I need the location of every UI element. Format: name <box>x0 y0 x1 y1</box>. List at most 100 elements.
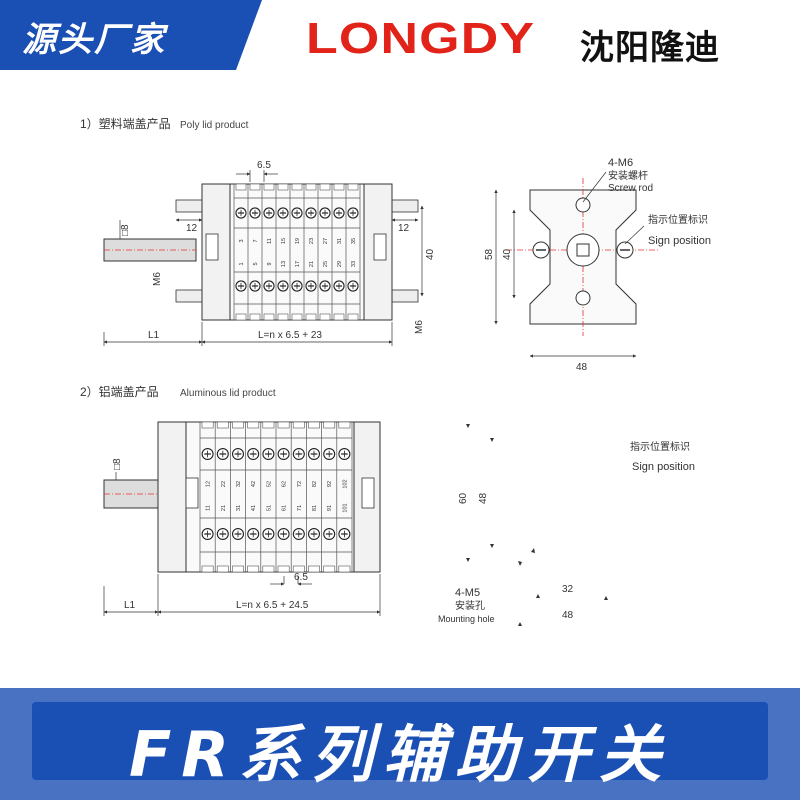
mounting-hole-label: 4-M5 <box>455 587 480 599</box>
terminal-tab <box>292 421 305 429</box>
terminal-number-label: 1 <box>239 262 245 265</box>
terminal-tab <box>263 183 275 191</box>
terminal-number-label: 91 <box>327 505 333 511</box>
terminal-number-label: 42 <box>251 481 257 487</box>
terminal-tab <box>291 183 303 191</box>
terminal-tab <box>249 183 261 191</box>
terminal-screw-icon <box>305 207 317 219</box>
terminal-screw-icon <box>291 207 303 219</box>
terminal-screw-icon <box>216 447 229 461</box>
screw-rod-bottom-left <box>175 289 203 303</box>
sign-mark-right-2 <box>361 477 375 509</box>
front1-dimensions <box>494 171 645 358</box>
terminal-tab <box>338 421 351 429</box>
terminal-tab <box>262 421 275 429</box>
terminal-screw-icon <box>292 447 305 461</box>
footer-title: FR系列辅助开关 <box>128 718 672 791</box>
terminal-number-label: 23 <box>309 238 315 244</box>
terminal-tab <box>235 183 247 191</box>
header-badge-shape <box>0 0 262 70</box>
terminal-number-label: 29 <box>337 261 343 267</box>
terminal-number-label: 19 <box>295 238 301 244</box>
dim-m6-right-label: M6 <box>414 320 425 334</box>
dim-12-left-label: 12 <box>186 223 198 234</box>
section2-dimensions <box>103 472 381 616</box>
terminal-screw-icon <box>262 527 275 541</box>
terminal-tab <box>323 565 336 573</box>
terminal-screw-icon <box>262 447 275 461</box>
terminal-tab <box>249 313 261 321</box>
technical-drawing: 1）塑料端盖产品 Poly lid product <box>80 116 711 626</box>
terminal-tab <box>333 183 345 191</box>
terminal-tab <box>277 421 290 429</box>
terminal-number-label: 33 <box>351 261 357 267</box>
terminal-screw-icon <box>249 207 261 219</box>
terminal-screw-icon <box>263 280 275 292</box>
aluminous-end-cap-left <box>157 421 187 573</box>
screw-rod-bottom-right <box>389 289 419 303</box>
terminal-screw-icon <box>231 527 245 541</box>
dim-40-front-label: 40 <box>502 248 513 260</box>
sign-mark-left <box>205 233 219 261</box>
terminal-tab <box>308 565 320 573</box>
terminal-number-label: 9 <box>267 262 273 265</box>
screw-rod-en: Screw rod <box>608 183 653 194</box>
terminal-screw-icon <box>305 280 317 292</box>
front2-marks <box>466 424 608 626</box>
terminal-tab <box>247 565 260 573</box>
section1-dimensions <box>103 170 424 346</box>
terminal-number-label: 51 <box>266 505 272 511</box>
dim-square-label: □8 <box>120 224 131 236</box>
terminal-number-label: 81 <box>312 505 318 511</box>
brand-name-cn: 沈阳隆迪 <box>580 28 720 68</box>
footer-bar <box>32 702 768 780</box>
dim-m6-left-label: M6 <box>152 272 163 286</box>
switch-body <box>229 183 365 321</box>
poly-lid-front-view <box>506 178 658 336</box>
terminal-tab <box>333 313 345 321</box>
terminal-tab <box>262 565 275 573</box>
terminal-number-label: 71 <box>297 505 303 511</box>
sign-position-cn-1: 指示位置标识 <box>648 213 708 226</box>
dim-l1-label-2: L1 <box>124 600 136 611</box>
dim-12-right-label: 12 <box>398 223 410 234</box>
terminal-screw-icon <box>323 527 336 541</box>
footer-banner: FR系列辅助开关 <box>0 688 800 800</box>
terminal-tab <box>201 565 214 573</box>
terminal-number-label: 72 <box>297 481 303 487</box>
terminal-screw-icon <box>347 207 359 219</box>
terminal-screw-icon <box>249 280 261 292</box>
terminal-number-label: 21 <box>221 505 227 511</box>
terminal-number-label: 92 <box>327 481 333 487</box>
terminal-tab <box>323 421 336 429</box>
terminal-screw-icon <box>247 527 260 541</box>
terminal-screw-icon <box>235 207 247 219</box>
dim-l1-label: L1 <box>148 330 160 341</box>
terminal-number-label: 12 <box>206 481 212 487</box>
terminal-tab <box>232 421 244 429</box>
sign-position-en-2: Sign position <box>632 461 695 473</box>
terminal-tab <box>277 565 290 573</box>
terminal-tab <box>338 565 351 573</box>
terminal-number-label: 13 <box>281 261 287 267</box>
terminal-tab <box>232 565 244 573</box>
terminal-tab <box>292 565 305 573</box>
terminal-tab <box>235 313 247 321</box>
terminal-screw-icon <box>338 527 351 541</box>
dim-pitch-label-2: 6.5 <box>294 572 308 583</box>
dim-length-label-2: L=n x 6.5 + 24.5 <box>236 600 309 611</box>
terminal-screw-icon <box>216 527 229 541</box>
aluminous-lid-side-view: 1211222132314241525162617271828192911021… <box>103 421 381 573</box>
terminal-tab <box>247 421 260 429</box>
terminal-tab <box>277 183 289 191</box>
terminal-screw-icon <box>323 447 336 461</box>
header: 源头厂家 LONGDY 沈阳隆迪 <box>0 0 800 84</box>
terminal-number-label: 35 <box>351 238 357 244</box>
terminal-number-label: 31 <box>337 238 343 244</box>
screw-rod-label: 4-M6 <box>608 157 633 169</box>
terminal-number-label: 102 <box>342 479 348 488</box>
terminal-screw-icon <box>291 280 303 292</box>
terminal-number-label: 52 <box>266 481 272 487</box>
mounting-hole-en: Mounting hole <box>438 614 495 624</box>
